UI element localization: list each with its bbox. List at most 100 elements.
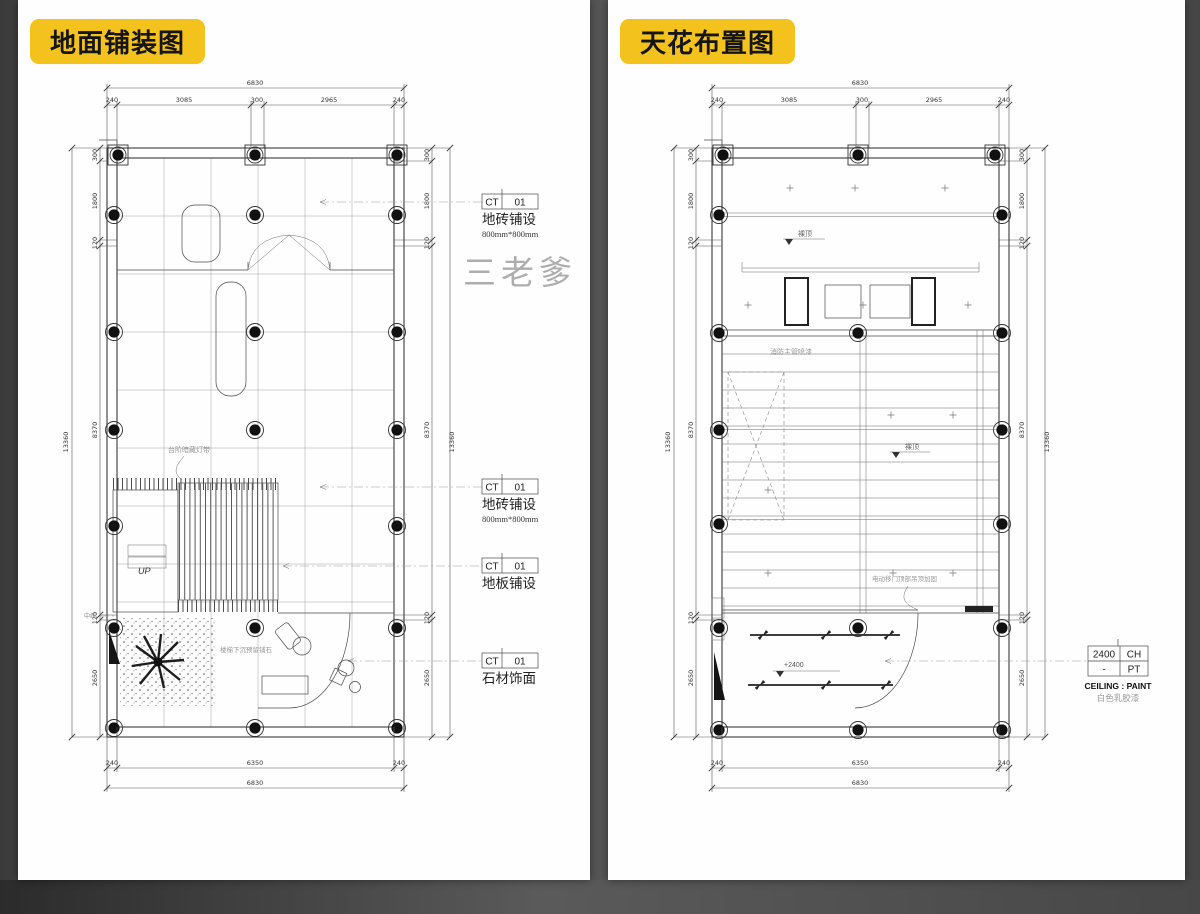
svg-text:CT: CT — [485, 483, 498, 494]
svg-text:2650: 2650 — [423, 670, 431, 687]
svg-text:2965: 2965 — [321, 96, 338, 104]
svg-text:240: 240 — [393, 759, 405, 767]
door-ceiling-note: 电动移门顶部吊顶加固 — [872, 574, 937, 583]
svg-text:240: 240 — [711, 759, 723, 767]
floor-plan-title: 地面铺装图 — [50, 28, 186, 58]
svg-text:300: 300 — [91, 149, 99, 161]
svg-text:120: 120 — [423, 612, 431, 624]
callout-1: CT 01 地砖铺设 800mm*800mm — [481, 189, 539, 239]
svg-text:13360: 13360 — [664, 432, 672, 453]
svg-text:300: 300 — [1018, 149, 1026, 161]
floor-plan-panel: 地面铺装图 — [18, 0, 590, 880]
svg-text:300: 300 — [856, 96, 868, 104]
ceiling-dimension-lines — [670, 84, 1049, 792]
bare-ceiling-note-2: 裸顶 — [905, 442, 919, 451]
svg-text:6350: 6350 — [247, 759, 264, 767]
watermark: 三老爹 — [463, 255, 577, 292]
floor-plan-drawing: UP — [62, 79, 577, 792]
svg-text:-: - — [1102, 665, 1105, 676]
svg-text:6350: 6350 — [852, 759, 869, 767]
legend-caption: CEILING : PAINT — [1085, 681, 1153, 691]
svg-text:2965: 2965 — [926, 96, 943, 104]
step-light-note: 台阶暗藏灯带 — [168, 445, 210, 454]
svg-text:240: 240 — [998, 96, 1010, 104]
svg-text:120: 120 — [1018, 612, 1026, 624]
svg-text:CT: CT — [485, 657, 498, 668]
svg-text:120: 120 — [687, 612, 695, 624]
svg-text:8370: 8370 — [91, 422, 99, 439]
dimension-lines — [68, 84, 454, 792]
svg-text:CH: CH — [1127, 650, 1141, 661]
svg-text:240: 240 — [998, 759, 1010, 767]
ceiling-plan-title: 天花布置图 — [640, 28, 776, 58]
svg-text:13360: 13360 — [62, 432, 70, 453]
svg-text:8370: 8370 — [423, 422, 431, 439]
svg-text:01: 01 — [514, 657, 526, 668]
svg-text:240: 240 — [393, 96, 405, 104]
callout-2: CT 01 地砖铺设 800mm*800mm — [481, 474, 539, 524]
lower-zone — [109, 612, 394, 709]
reception-desk — [181, 204, 247, 397]
ceiling-plan-panel: 天花布置图 — [608, 0, 1185, 880]
svg-text:PT: PT — [1128, 665, 1141, 676]
centerline-note: 中线 — [84, 612, 96, 620]
svg-text:6830: 6830 — [852, 79, 869, 87]
svg-text:2650: 2650 — [1018, 670, 1026, 687]
bottom-dark-bar — [0, 880, 1200, 914]
svg-text:01: 01 — [514, 562, 526, 573]
svg-text:13360: 13360 — [448, 432, 456, 453]
svg-text:01: 01 — [514, 483, 526, 494]
ceiling-columns — [710, 144, 1011, 739]
svg-text:2650: 2650 — [91, 670, 99, 687]
callout-3: CT 01 地板铺设 — [481, 553, 539, 591]
svg-text:CT: CT — [485, 198, 498, 209]
svg-text:地砖铺设: 地砖铺设 — [482, 212, 536, 227]
grid-markers — [744, 184, 972, 577]
svg-text:8370: 8370 — [687, 422, 695, 439]
svg-text:120: 120 — [423, 237, 431, 249]
legend-sub: 白色乳胶漆 — [1097, 693, 1140, 703]
svg-text:3085: 3085 — [176, 96, 193, 104]
track-lights — [748, 629, 900, 691]
svg-text:6830: 6830 — [247, 79, 264, 87]
ceiling-fixtures — [784, 277, 936, 326]
svg-text:2400: 2400 — [1093, 650, 1116, 661]
svg-text:1800: 1800 — [423, 193, 431, 210]
svg-text:地砖铺设: 地砖铺设 — [482, 497, 536, 512]
svg-text:300: 300 — [687, 149, 695, 161]
svg-text:1800: 1800 — [687, 193, 695, 210]
ceiling-height-note: +2400 — [784, 662, 804, 669]
svg-text:120: 120 — [91, 612, 99, 624]
floor-finish-areas: UP — [112, 478, 279, 613]
svg-text:01: 01 — [514, 198, 526, 209]
svg-text:300: 300 — [251, 96, 263, 104]
fire-pipe-note: 消防主管喷漆 — [770, 347, 812, 356]
svg-text:CT: CT — [485, 562, 498, 573]
up-label: UP — [138, 566, 151, 576]
svg-text:240: 240 — [106, 96, 118, 104]
svg-text:120: 120 — [91, 237, 99, 249]
bare-ceiling-note-1: 裸顶 — [798, 229, 812, 238]
svg-text:120: 120 — [1018, 237, 1026, 249]
entry-door — [117, 234, 394, 271]
floor-plan-title-badge: 地面铺装图 — [30, 19, 206, 64]
svg-text:300: 300 — [423, 149, 431, 161]
floor-callouts: CT 01 地砖铺设 800mm*800mm CT 01 地砖铺设 800mm*… — [282, 189, 539, 686]
svg-text:800mm*800mm: 800mm*800mm — [482, 514, 539, 524]
callout-4: CT 01 石材饰面 — [481, 648, 539, 686]
svg-text:800mm*800mm: 800mm*800mm — [482, 229, 539, 239]
ceiling-legend: 2400 CH - PT CEILING : PAINT 白色乳胶漆 — [884, 639, 1153, 703]
svg-text:120: 120 — [687, 237, 695, 249]
svg-text:1800: 1800 — [91, 193, 99, 210]
ceiling-walls — [704, 139, 1010, 738]
ceiling-plan-title-badge: 天花布置图 — [620, 19, 796, 64]
plant — [131, 633, 185, 689]
svg-text:地板铺设: 地板铺设 — [482, 576, 536, 591]
stair-stone-note: 楼梯下沉预留铺石 — [220, 645, 273, 654]
ceiling-annotations: 裸顶 裸顶 消防主管喷漆 电动移门顶部吊顶加固 +2400 — [770, 229, 937, 677]
svg-text:石材饰面: 石材饰面 — [482, 671, 536, 686]
svg-text:1800: 1800 — [1018, 193, 1026, 210]
dimension-labels: 6830 240 3085 300 2965 240 13360 300 180… — [62, 79, 456, 787]
svg-text:240: 240 — [106, 759, 118, 767]
